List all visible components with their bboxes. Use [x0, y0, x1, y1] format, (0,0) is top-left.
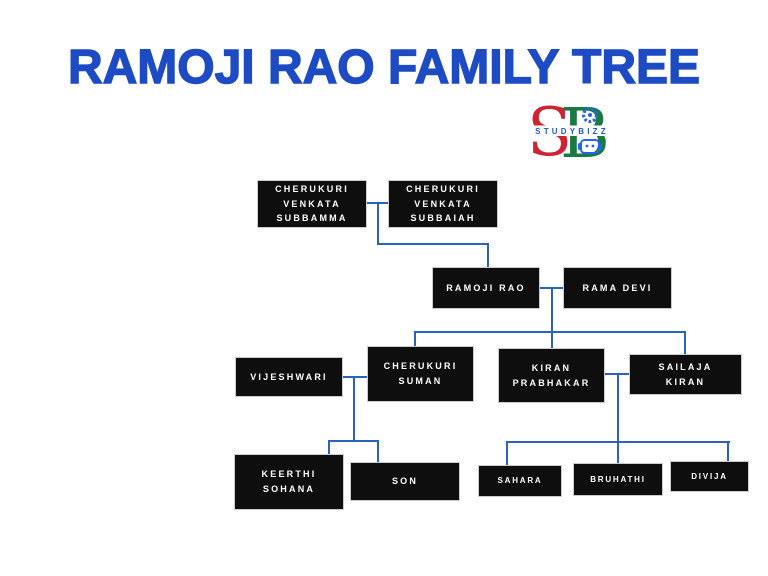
studybizz-logo-graphic: S B STUDYBIZZ [526, 94, 618, 174]
node-vijeshwari: VIJESHWARI [235, 357, 343, 397]
node-cherukuri-suman: CHERUKURI SUMAN [367, 346, 474, 402]
studybizz-logo: S B STUDYBIZZ [526, 94, 618, 174]
connector-line [328, 440, 330, 455]
node-rama-devi: RAMA DEVI [563, 267, 672, 309]
connector-line [551, 287, 553, 349]
connector-line [414, 331, 416, 347]
gear-icon [581, 106, 599, 124]
node-bruhathi: BRUHATHI [573, 463, 663, 496]
robot-icon [578, 139, 602, 154]
connector-line [377, 202, 379, 245]
logo-band [526, 125, 618, 136]
node-sailaja-kiran: SAILAJA KIRAN [629, 354, 742, 395]
connector-line [727, 441, 729, 462]
connector-line [353, 376, 355, 442]
node-keerthi-sohana: KEERTHI SOHANA [234, 454, 344, 510]
connector-line [487, 243, 489, 268]
node-cherukuri-venkata-subbamma: CHERUKURI VENKATA SUBBAMMA [257, 180, 367, 228]
logo-brand-text: STUDYBIZZ [535, 127, 609, 136]
node-ramoji-rao: RAMOJI RAO [432, 267, 540, 309]
node-divija: DIVIJA [670, 461, 749, 492]
connector-line [343, 376, 368, 378]
node-sahara: SAHARA [478, 465, 562, 497]
node-kiran-prabhakar: KIRAN PRABHAKAR [498, 348, 605, 403]
node-son: SON [350, 462, 460, 501]
connector-line [617, 373, 619, 443]
connector-line [506, 441, 508, 466]
connector-line [377, 440, 379, 463]
connector-line [377, 243, 489, 245]
connector-line [617, 441, 619, 464]
connector-line [414, 331, 686, 333]
node-cherukuri-venkata-subbaiah: CHERUKURI VENKATA SUBBAIAH [388, 180, 498, 228]
page-title: RAMOJI RAO FAMILY TREE [67, 41, 701, 94]
connector-line [684, 331, 686, 355]
connector-line [328, 440, 379, 442]
